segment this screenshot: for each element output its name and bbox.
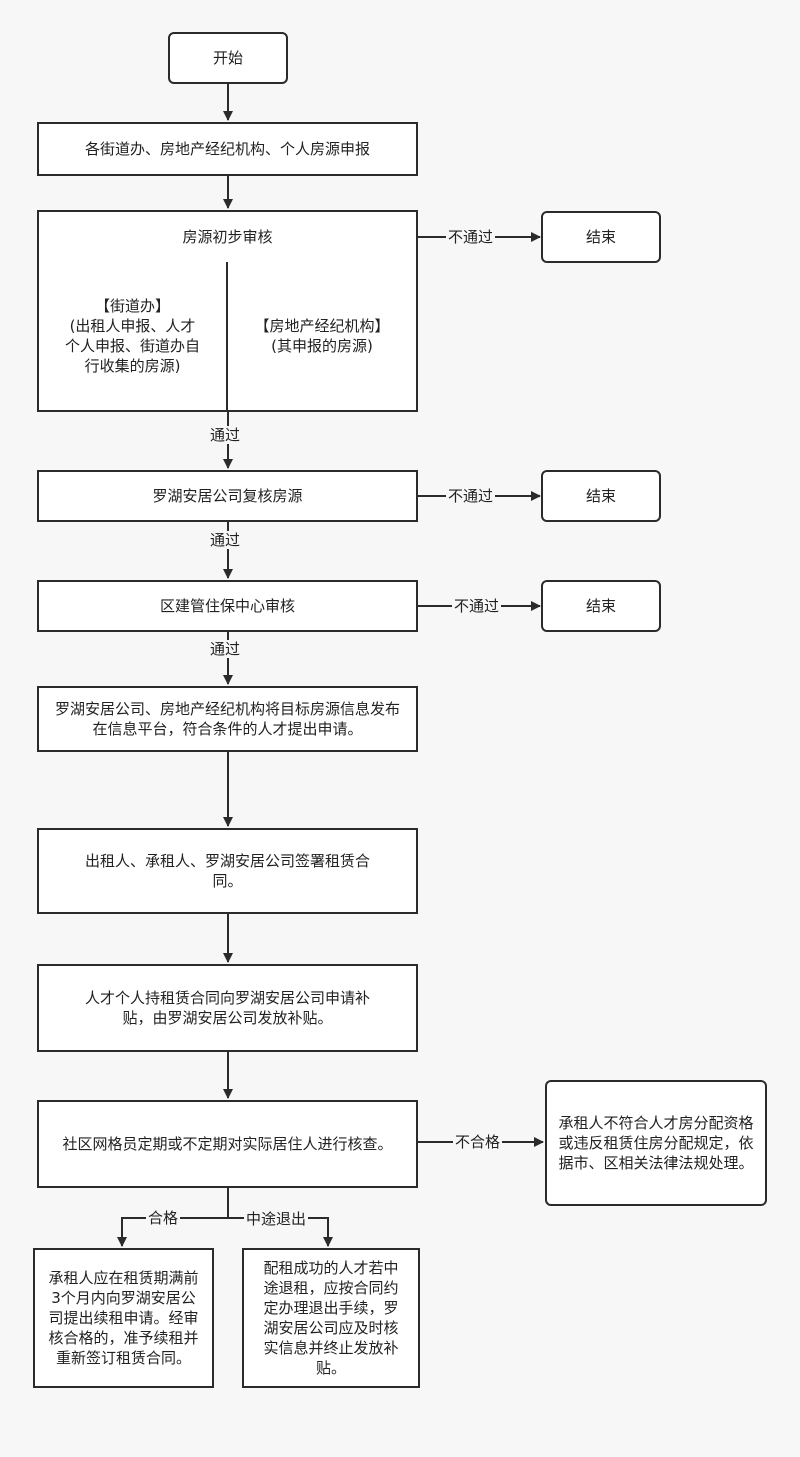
unqualified-label: 不合格 [453,1133,503,1151]
sign-label: 出租人、承租人、罗湖安居公司签署租赁合同。 [84,852,370,890]
end-label-3: 结束 [585,597,616,615]
declare-label: 各街道办、房地产经纪机构、个人房源申报 [84,140,370,158]
district-review-label: 区建管住保中心审核 [159,597,295,615]
renew-node: 承租人应在租赁期满前3个月内向罗湖安居公司提出续租申请。经审核合格的，准予续租并… [33,1248,214,1388]
recheck-node: 罗湖安居公司复核房源 [37,470,418,522]
pass-label-3: 通过 [208,640,243,658]
district-review-node: 区建管住保中心审核 [37,580,418,632]
inspection-label: 社区网格员定期或不定期对实际居住人进行核查。 [62,1135,393,1153]
midway-exit-label: 中途退出 [244,1210,309,1228]
start-label: 开始 [212,49,243,67]
initial-review-label: 房源初步审核 [182,228,273,246]
end-label-2: 结束 [585,487,616,505]
street-office-label: 【街道办】 (出租人申报、人才 个人申报、街道办自 行收集的房源) [64,297,200,375]
start-node: 开始 [168,32,288,84]
exit-node: 配租成功的人才若中途退租，应按合同约定办理退出手续，罗湖安居公司应及时核实信息并… [242,1248,420,1388]
renew-label: 承租人应在租赁期满前3个月内向罗湖安居公司提出续租申请。经审核合格的，准予续租并… [48,1269,199,1367]
noncompliant-node: 承租人不符合人才房分配资格或违反租赁住房分配规定，依据市、区相关法律法规处理。 [545,1080,767,1206]
publish-label: 罗湖安居公司、房地产经纪机构将目标房源信息发布在信息平台，符合条件的人才提出申请… [55,700,401,738]
qualified-label: 合格 [146,1209,181,1227]
initial-review-node: 房源初步审核 [37,210,418,264]
declare-node: 各街道办、房地产经纪机构、个人房源申报 [37,122,418,176]
publish-node: 罗湖安居公司、房地产经纪机构将目标房源信息发布在信息平台，符合条件的人才提出申请… [37,686,418,752]
sign-node: 出租人、承租人、罗湖安居公司签署租赁合同。 [37,828,418,914]
pass-label-1: 通过 [208,426,243,444]
pass-label-2: 通过 [208,531,243,549]
agency-node: 【房地产经纪机构】 (其申报的房源) [226,262,418,412]
fail-label-1: 不通过 [446,228,496,246]
end-node-2: 结束 [541,470,661,522]
fail-label-3: 不通过 [452,597,502,615]
subsidy-label: 人才个人持租赁合同向罗湖安居公司申请补贴，由罗湖安居公司发放补贴。 [84,989,370,1027]
end-label-1: 结束 [585,228,616,246]
inspection-node: 社区网格员定期或不定期对实际居住人进行核查。 [37,1100,418,1188]
end-node-1: 结束 [541,211,661,263]
noncompliant-label: 承租人不符合人才房分配资格或违反租赁住房分配规定，依据市、区相关法律法规处理。 [558,1114,754,1172]
end-node-3: 结束 [541,580,661,632]
fail-label-2: 不通过 [446,487,496,505]
exit-label: 配租成功的人才若中途退租，应按合同约定办理退出手续，罗湖安居公司应及时核实信息并… [263,1259,399,1377]
street-office-node: 【街道办】 (出租人申报、人才 个人申报、街道办自 行收集的房源) [37,262,228,412]
recheck-label: 罗湖安居公司复核房源 [152,487,303,505]
agency-label: 【房地产经纪机构】 (其申报的房源) [254,317,390,355]
subsidy-node: 人才个人持租赁合同向罗湖安居公司申请补贴，由罗湖安居公司发放补贴。 [37,964,418,1052]
